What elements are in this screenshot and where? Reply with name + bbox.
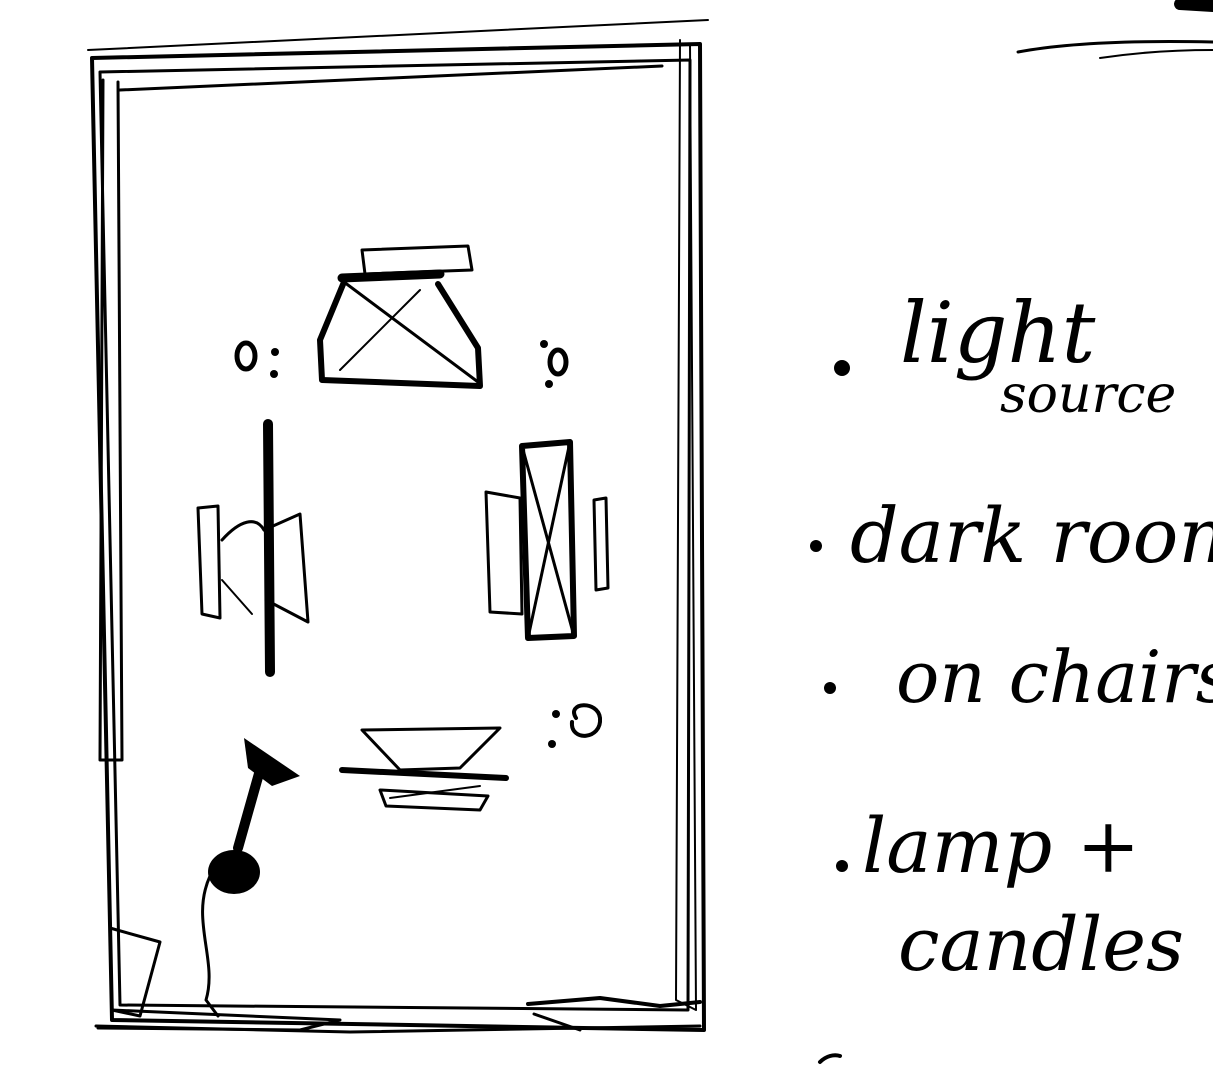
candle-top-right bbox=[540, 340, 569, 388]
bullet bbox=[810, 540, 822, 552]
candle-bottom-right bbox=[548, 703, 602, 748]
lamp bbox=[201, 738, 300, 1018]
note-dark-room: dark room bbox=[850, 491, 1213, 580]
corner-scribble bbox=[1016, 0, 1213, 59]
bottom-right-fixture bbox=[526, 996, 702, 1032]
room-outline bbox=[87, 19, 709, 1034]
notes-list: light source dark room on chairs lamp + … bbox=[810, 284, 1213, 1064]
note-lamp: lamp + bbox=[862, 801, 1140, 890]
note-candles: candles bbox=[898, 902, 1184, 988]
right-table bbox=[484, 439, 610, 641]
bottom-table bbox=[339, 726, 509, 812]
note-light-sub: source bbox=[1000, 365, 1176, 425]
bottom-left-corner-chair bbox=[96, 926, 342, 1032]
top-table bbox=[317, 244, 483, 389]
bullet bbox=[824, 682, 836, 694]
bullet bbox=[834, 360, 850, 376]
candle-top-left bbox=[234, 340, 279, 378]
note-light: light bbox=[900, 284, 1096, 382]
bullet bbox=[836, 860, 848, 872]
left-table bbox=[196, 419, 310, 677]
note-on-chairs: on chairs bbox=[896, 635, 1213, 719]
